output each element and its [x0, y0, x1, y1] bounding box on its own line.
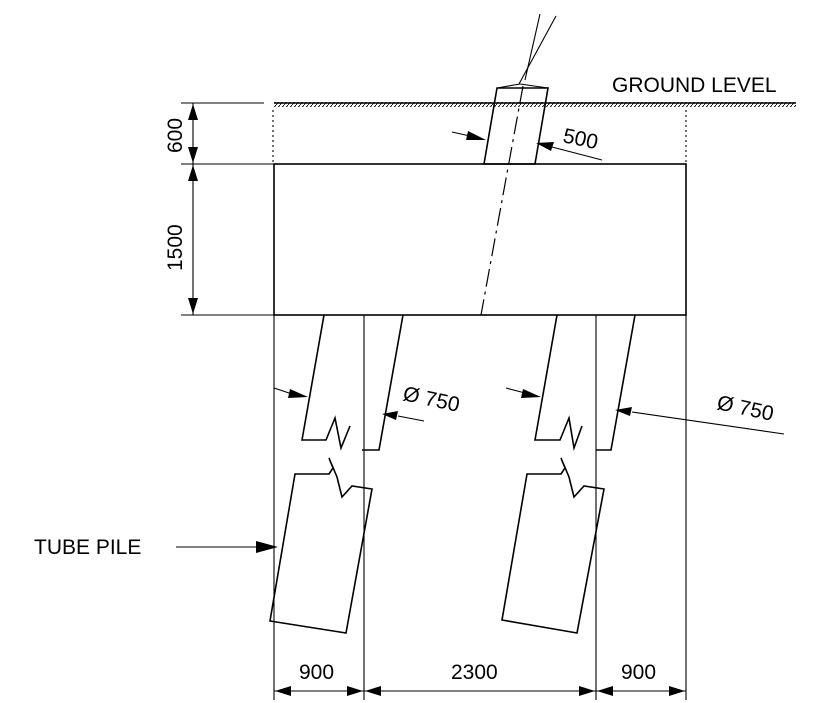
- left-pile-upper: [301, 314, 404, 451]
- width-900-left-label: 900: [299, 661, 334, 684]
- raked-column: [483, 13, 557, 165]
- right-pile-diameter-dimension: [505, 387, 785, 435]
- width-2300-label: 2300: [451, 661, 498, 684]
- right-pile-upper: [534, 314, 636, 452]
- tube-pile-label: TUBE PILE: [34, 536, 141, 559]
- column-centerline: [480, 85, 524, 316]
- right-pile-lower: [501, 457, 605, 634]
- pile-cap: [273, 163, 687, 316]
- left-pile-diameter-label: Ø 750: [401, 382, 462, 416]
- horizontal-dimension-line: [274, 686, 686, 696]
- ground-surface: [274, 102, 796, 107]
- tube-pile-leader: [176, 541, 278, 553]
- depth-1500-label: 1500: [164, 224, 187, 271]
- ground-level-label: GROUND LEVEL: [612, 74, 777, 97]
- depth-600-label: 600: [164, 118, 187, 153]
- left-pile-diameter-dimension: [273, 387, 425, 422]
- vertical-dimension-lines: [181, 102, 274, 316]
- width-900-right-label: 900: [621, 661, 656, 684]
- column-width-label: 500: [561, 124, 600, 154]
- column-width-dimension: [451, 131, 603, 161]
- right-pile-diameter-label: Ø 750: [715, 391, 776, 425]
- left-pile-lower: [269, 457, 373, 634]
